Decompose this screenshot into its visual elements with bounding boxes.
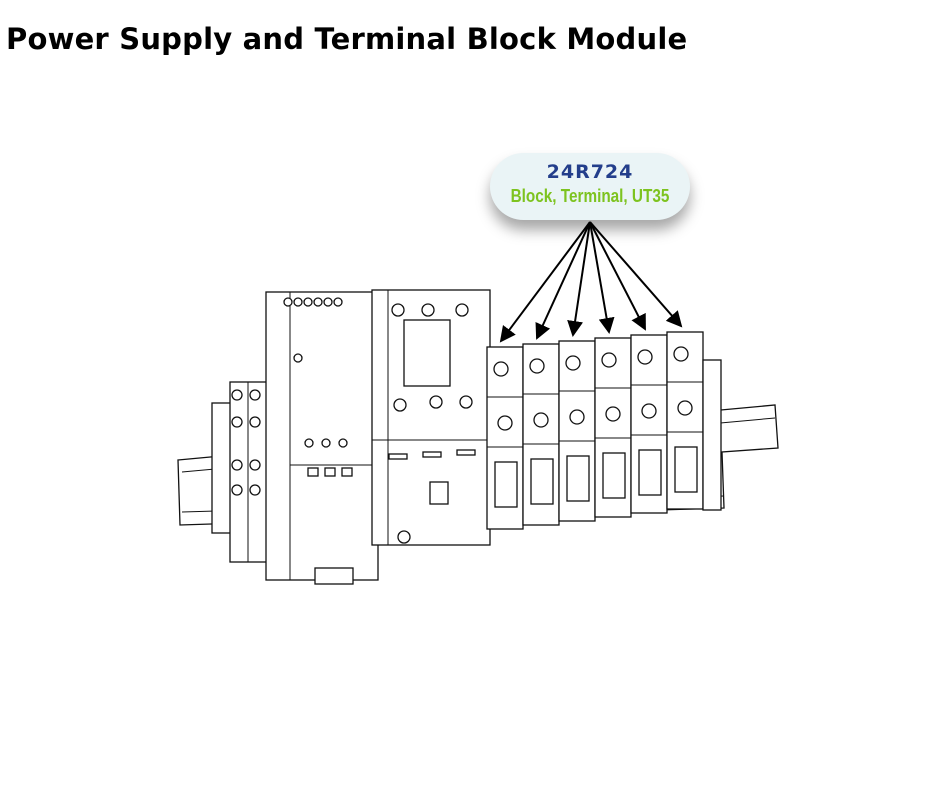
terminal-block [594, 337, 632, 518]
screw-icon [283, 297, 293, 307]
callout-arrow [535, 221, 591, 340]
terminal-slot [307, 467, 319, 477]
contactor-module [371, 289, 491, 546]
screw-icon [673, 346, 689, 362]
callout-arrow [589, 221, 683, 328]
callout-arrow [567, 221, 591, 337]
part-description: Block, Terminal, UT35 [510, 186, 670, 206]
terminal-block [486, 346, 524, 530]
terminal-block [630, 334, 668, 514]
screw-icon [493, 361, 509, 377]
screw-icon [338, 438, 348, 448]
terminal-block [666, 331, 704, 510]
screw-icon [321, 438, 331, 448]
end-cover [702, 359, 722, 511]
screw-icon [605, 406, 621, 422]
terminal-block [522, 343, 560, 526]
screw-icon [677, 400, 693, 416]
screw-icon [303, 297, 313, 307]
terminal-slot [341, 467, 353, 477]
screw-icon [429, 395, 443, 409]
screw-icon [304, 438, 314, 448]
wire-entry [638, 449, 662, 496]
screw-icon [421, 303, 435, 317]
terminal-slot [422, 451, 442, 458]
screw-icon [231, 416, 243, 428]
screw-icon [313, 297, 323, 307]
screw-icon [231, 459, 243, 471]
screw-icon [249, 389, 261, 401]
part-number: 24R724 [546, 161, 634, 183]
wire-entry [602, 452, 626, 499]
led-icon [293, 353, 303, 363]
screw-icon [459, 395, 473, 409]
callout-arrows [499, 221, 683, 343]
terminal-slot [388, 453, 408, 460]
wire-entry [566, 455, 590, 502]
wire-entry [674, 446, 698, 493]
page-title: Power Supply and Terminal Block Module [6, 22, 688, 56]
callout-arrow [499, 221, 591, 343]
screw-icon [333, 297, 343, 307]
power-supply-module [265, 291, 379, 585]
screw-icon [323, 297, 333, 307]
part-callout: 24R724 Block, Terminal, UT35 [490, 153, 690, 220]
screw-icon [565, 355, 581, 371]
screw-icon [455, 303, 469, 317]
screw-icon [533, 412, 549, 428]
callout-arrow [589, 221, 615, 334]
screw-icon [293, 297, 303, 307]
screw-icon [641, 403, 657, 419]
terminal-slot [456, 449, 476, 456]
ut35-terminal-blocks [486, 331, 722, 530]
wire-entry [530, 458, 554, 505]
screw-icon [231, 389, 243, 401]
screw-icon [393, 398, 407, 412]
wire-entry [494, 461, 518, 508]
screw-icon [231, 484, 243, 496]
screw-icon [601, 352, 617, 368]
screw-icon [569, 409, 585, 425]
screw-icon [249, 484, 261, 496]
screw-icon [249, 459, 261, 471]
screw-icon [637, 349, 653, 365]
terminal-block [558, 340, 596, 522]
screw-icon [391, 303, 405, 317]
screw-icon [497, 415, 513, 431]
screw-icon [529, 358, 545, 374]
screw-icon [249, 416, 261, 428]
terminal-slot [324, 467, 336, 477]
callout-arrow [589, 221, 646, 331]
